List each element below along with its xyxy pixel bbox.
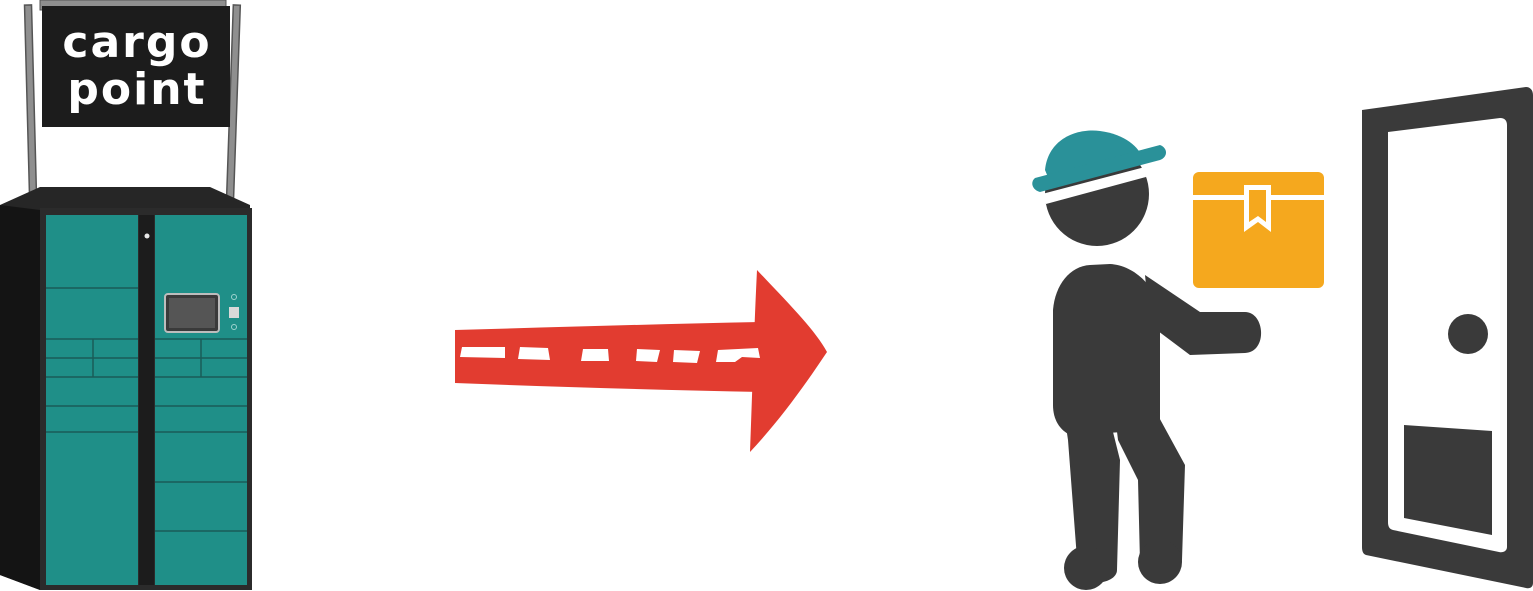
courier-body <box>1053 264 1160 435</box>
locker-cabinet <box>0 187 252 590</box>
parcel-locker-icon: cargo point <box>0 0 252 590</box>
cap-icon <box>1032 130 1166 204</box>
cargo-point-sign: cargo point <box>42 6 230 127</box>
sign-line-2: point <box>67 64 206 115</box>
door-mail-slot <box>1404 425 1492 535</box>
courier-icon <box>1032 130 1262 590</box>
sign-line-1: cargo <box>62 17 211 68</box>
door-icon <box>1362 87 1533 589</box>
right-arrow-icon <box>455 270 827 452</box>
door-knob <box>1448 314 1488 354</box>
package-icon <box>1193 172 1324 288</box>
